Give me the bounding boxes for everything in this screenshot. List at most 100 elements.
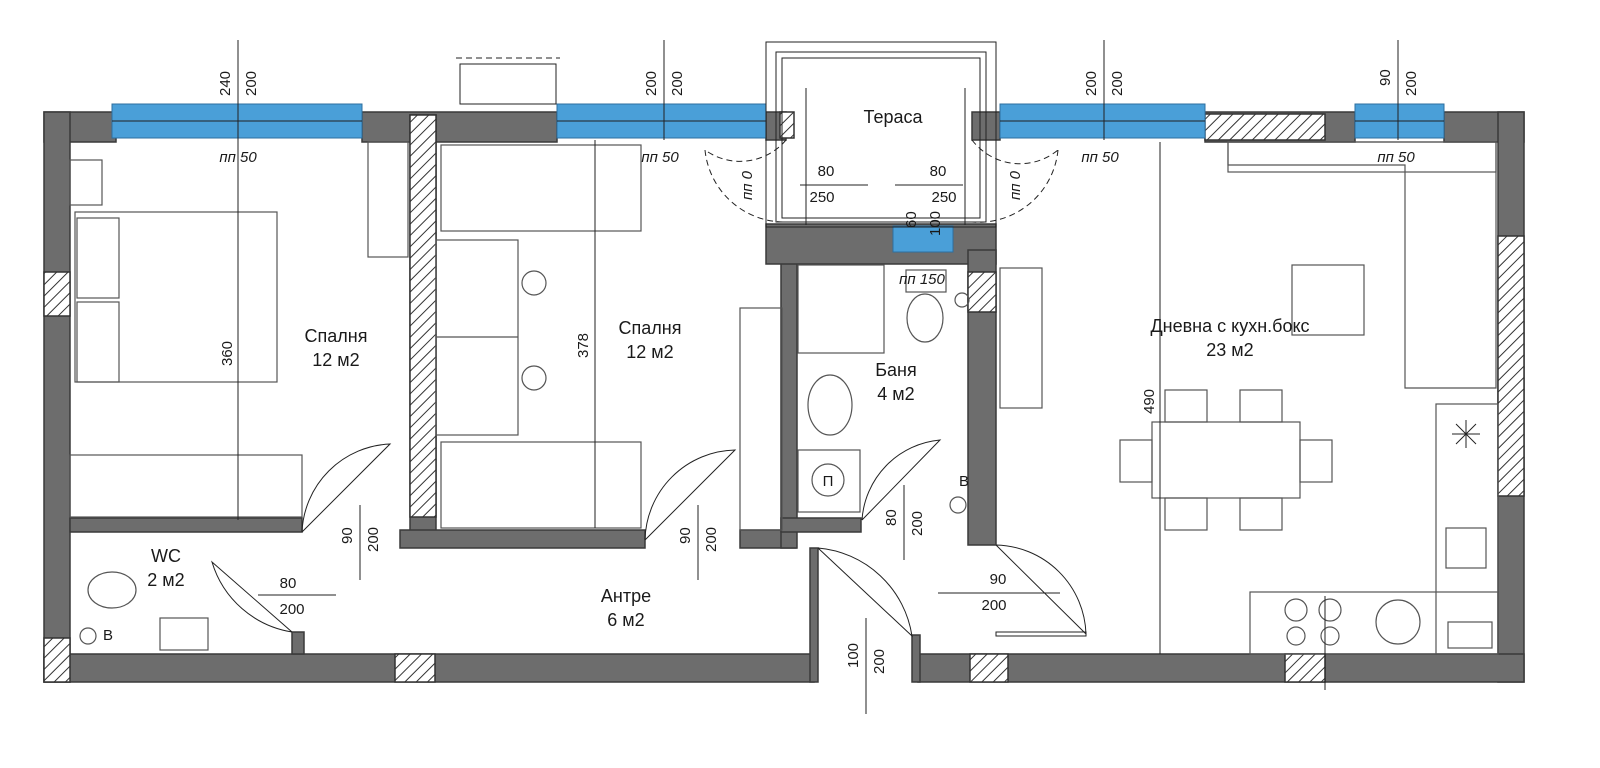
window1-width: 240 xyxy=(217,71,234,96)
wall-entry-jamb-right xyxy=(911,634,921,683)
coffee-table xyxy=(1291,264,1365,336)
bedroom2-depth: 378 xyxy=(575,333,592,358)
window3-width: 200 xyxy=(1083,71,1100,96)
outer-wall-top-mid xyxy=(361,111,558,143)
wall-wc-top xyxy=(69,517,303,533)
door-living-height: 200 xyxy=(981,597,1006,614)
hatch-block xyxy=(43,271,71,317)
door-leaf xyxy=(995,631,1087,637)
doors xyxy=(211,439,1087,638)
furniture xyxy=(69,141,1499,655)
bath-window-sill: пп 150 xyxy=(899,271,945,288)
boiler-label: B xyxy=(103,627,113,644)
sink xyxy=(807,374,853,436)
door-bedroom2-height: 200 xyxy=(703,527,720,552)
wall-entry-jamb-left xyxy=(809,547,819,683)
wc-sink xyxy=(159,617,209,651)
wc-toilet xyxy=(87,571,137,609)
dining-table xyxy=(1151,421,1301,499)
kitchen-counter xyxy=(1435,403,1499,655)
door-entrance-height: 200 xyxy=(871,649,888,674)
boiler-icon xyxy=(949,496,967,514)
hatch-block xyxy=(969,653,1009,683)
terrace-door-right-height: 250 xyxy=(931,189,956,206)
terrace-outline xyxy=(765,41,997,228)
terrace-door-swing-right xyxy=(971,139,1059,223)
door-bedroom2-swing xyxy=(644,449,737,541)
hatch-block xyxy=(409,114,437,518)
wardrobe xyxy=(69,454,303,518)
window2-height: 200 xyxy=(669,71,686,96)
fridge xyxy=(1447,621,1493,649)
single-bed xyxy=(440,144,642,232)
washer-label: П xyxy=(823,473,834,490)
kitchen-sink xyxy=(1445,527,1487,569)
chimney-outline xyxy=(459,63,557,105)
door-bedroom2-width: 90 xyxy=(677,527,694,544)
toilet xyxy=(906,293,944,343)
room-area-hall: 6 м2 xyxy=(607,610,644,630)
window-bath xyxy=(892,225,954,253)
window1-sill: пп 50 xyxy=(219,149,257,166)
outer-wall-left xyxy=(43,111,71,683)
hob-burner xyxy=(1320,626,1340,646)
living-depth: 490 xyxy=(1141,389,1158,414)
chair xyxy=(1299,439,1333,483)
hatch-block xyxy=(1284,653,1326,683)
terrace-door-right-width: 80 xyxy=(930,163,947,180)
window2-width: 200 xyxy=(643,71,660,96)
window3-sill: пп 50 xyxy=(1081,149,1119,166)
toilet-tank xyxy=(905,269,947,293)
chair xyxy=(521,270,547,296)
hatch-block xyxy=(43,637,71,683)
windows xyxy=(111,57,1445,253)
pillow xyxy=(76,217,120,299)
hatch-block xyxy=(394,653,436,683)
chair xyxy=(1164,389,1208,423)
terrace-rail xyxy=(781,57,981,219)
round-table xyxy=(1375,599,1421,645)
door-bedroom1-swing xyxy=(301,443,392,533)
window4-height: 200 xyxy=(1403,71,1420,96)
window4-width: 90 xyxy=(1377,69,1394,86)
door-wc-height: 200 xyxy=(279,601,304,618)
single-bed xyxy=(440,441,642,529)
terrace-door-right-sill: пп 0 xyxy=(1007,170,1024,200)
terrace xyxy=(704,41,1059,228)
hob-burner xyxy=(1284,598,1308,622)
door-bedroom1-width: 90 xyxy=(339,527,356,544)
boiler-label-bath: B xyxy=(959,473,969,490)
room-area-bedroom2: 12 м2 xyxy=(626,342,673,362)
door-living-width: 90 xyxy=(990,571,1007,588)
door-entrance-width: 100 xyxy=(845,643,862,668)
room-name-bedroom1: Спалня xyxy=(305,326,368,346)
window3-height: 200 xyxy=(1109,71,1126,96)
room-name-hall: Антре xyxy=(601,586,651,606)
window1-height: 200 xyxy=(243,71,260,96)
wall-bath-left xyxy=(780,249,798,549)
kitchen-counter-bottom xyxy=(1249,591,1499,655)
bath-window-height: 100 xyxy=(927,211,944,236)
window4-sill: пп 50 xyxy=(1377,149,1415,166)
chair xyxy=(521,365,547,391)
walls xyxy=(43,111,1525,683)
chair xyxy=(1164,497,1208,531)
room-name-bath: Баня xyxy=(875,360,917,380)
hob-burner xyxy=(1318,598,1342,622)
room-area-wc: 2 м2 xyxy=(147,570,184,590)
door-bath-swing xyxy=(861,439,942,521)
chair xyxy=(1119,439,1153,483)
room-area-bath: 4 м2 xyxy=(877,384,914,404)
door-wc-width: 80 xyxy=(280,575,297,592)
wardrobe-3 xyxy=(739,307,783,531)
wall-bedrooms-bottom xyxy=(399,529,646,549)
bath-window-width: 60 xyxy=(903,211,920,228)
wardrobe-2 xyxy=(367,141,409,258)
washing-machine xyxy=(797,449,861,513)
bedside-table xyxy=(69,159,103,206)
hatch-block xyxy=(779,111,795,139)
dimension-lines xyxy=(237,40,1399,714)
door-bath-width: 80 xyxy=(883,509,900,526)
hatch-block xyxy=(1204,113,1326,141)
